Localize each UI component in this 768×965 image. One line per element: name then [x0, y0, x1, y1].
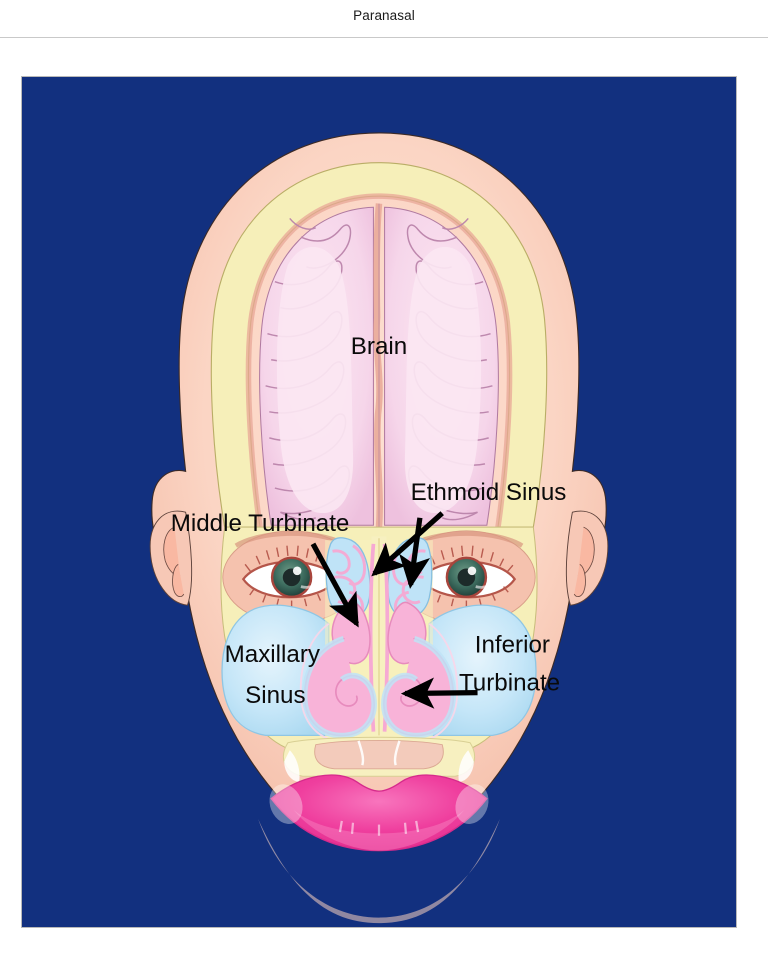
- arrow-ethmoid-left: [371, 511, 444, 577]
- figure-frame: Brain Ethmoid Sinus Middle Turbinate Max…: [0, 37, 768, 965]
- maxilla-teeth: [283, 736, 475, 782]
- anatomy-illustration: Brain Ethmoid Sinus Middle Turbinate Max…: [22, 77, 736, 927]
- ear-left: [149, 510, 193, 606]
- label-ethmoid-sinus: Ethmoid Sinus: [411, 479, 567, 506]
- brain: [259, 203, 499, 528]
- label-maxillary-sinus-line2: Sinus: [245, 682, 305, 709]
- label-inferior-turbinate-line2: Turbinate: [459, 670, 560, 697]
- label-middle-turbinate: Middle Turbinate: [171, 510, 350, 537]
- arrow-middle-turbinate: [310, 542, 359, 628]
- skull-bone: [210, 162, 548, 528]
- ear-right: [565, 510, 609, 606]
- page-title: Paranasal: [353, 7, 415, 23]
- arrow-ethmoid-right: [399, 517, 431, 589]
- label-maxillary-sinus-line1: Maxillary: [225, 641, 321, 668]
- label-brain: Brain: [351, 333, 407, 360]
- annotation-arrows: [310, 511, 478, 709]
- arrow-inferior-turbinate: [400, 677, 478, 709]
- teeth: [357, 740, 401, 766]
- label-inferior-turbinate-line1: Inferior: [475, 632, 550, 659]
- paranasal-sinus-svg: Brain Ethmoid Sinus Middle Turbinate Max…: [22, 106, 736, 924]
- caption-bar: Paranasal: [0, 0, 768, 30]
- lips: [269, 774, 489, 852]
